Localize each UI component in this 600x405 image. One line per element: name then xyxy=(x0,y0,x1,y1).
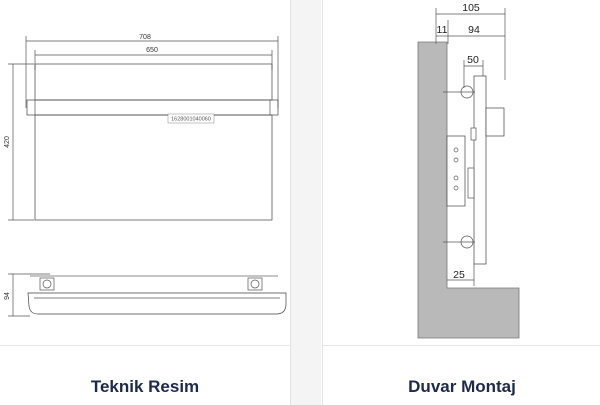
dim-label-420: 420 xyxy=(4,136,11,148)
bracket-plate xyxy=(446,135,466,207)
technical-drawing: 708 650 420 94 1628001040060 xyxy=(4,34,287,317)
panel-gap xyxy=(291,0,321,405)
divider xyxy=(0,345,290,346)
dim-label-50: 50 xyxy=(467,54,479,66)
wall-mount-drawing: 105 11 94 50 25 xyxy=(417,2,520,339)
dim-label-708: 708 xyxy=(139,34,151,41)
dim-label-94: 94 xyxy=(4,292,11,300)
front-bar xyxy=(26,99,279,116)
bolt-bottom xyxy=(460,235,474,249)
dim-label-650: 650 xyxy=(146,47,158,54)
caption-technical-drawing: Teknik Resim xyxy=(90,377,200,396)
dim-label-94: 94 xyxy=(468,24,480,36)
radiator-panel xyxy=(34,114,273,221)
bolt-top xyxy=(460,85,474,99)
dim-label-11: 11 xyxy=(437,24,448,36)
dim-label-25: 25 xyxy=(453,269,465,281)
technical-drawing-card: 708 650 420 94 1628001040060 Teknik Resi… xyxy=(0,0,291,405)
product-code: 1628001040060 xyxy=(171,117,211,123)
wall-mount-card: 105 11 94 50 25 Duvar Montaj xyxy=(322,0,600,405)
wall xyxy=(417,41,520,339)
caption-wall-mount: Duvar Montaj xyxy=(408,377,516,396)
dim-label-105: 105 xyxy=(462,2,480,14)
divider xyxy=(323,345,600,346)
